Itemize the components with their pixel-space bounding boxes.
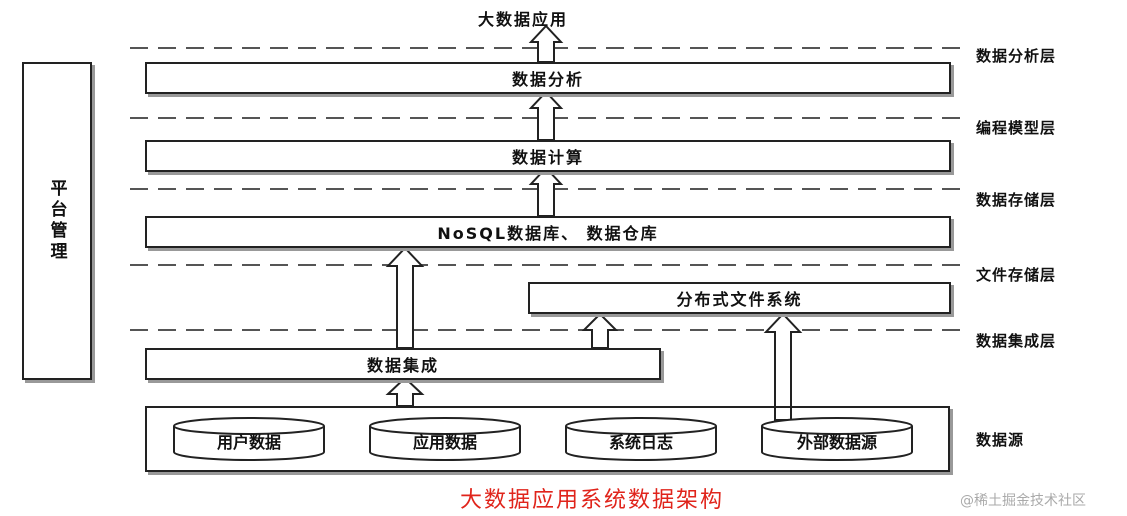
top-output-label: 大数据应用 <box>478 10 569 29</box>
dfs-label: 分布式文件系统 <box>676 290 803 309</box>
data-source-frame <box>145 406 950 472</box>
arrow-sources-to-integration <box>385 376 425 407</box>
source-cylinders <box>173 417 913 461</box>
layer-label-storage: 数据存储层 <box>976 191 1057 209</box>
layer-label-integration: 数据集成层 <box>976 332 1057 350</box>
flow-arrows <box>385 24 803 421</box>
source-external: 外部数据源 <box>796 433 877 452</box>
source-user-data: 用户数据 <box>216 433 281 452</box>
source-system-log: 系统日志 <box>608 433 673 452</box>
data-analysis-box: 数据分析 <box>145 62 951 94</box>
layer-label-programming: 编程模型层 <box>976 119 1057 137</box>
arrow-external-to-dfs <box>763 312 803 421</box>
data-compute-box: 数据计算 <box>145 140 951 172</box>
cylinder-app-data <box>369 417 521 461</box>
arrow-compute-to-analysis <box>528 90 564 141</box>
arrow-integration-to-storage <box>385 246 425 349</box>
layer-label-file: 文件存储层 <box>976 266 1057 284</box>
layer-label-analysis: 数据分析层 <box>976 47 1057 65</box>
data-integration-label: 数据集成 <box>366 356 439 375</box>
storage-box: NoSQL数据库、 数据仓库 <box>145 216 951 248</box>
storage-label: NoSQL数据库、 数据仓库 <box>437 224 659 243</box>
watermark: @稀土掘金技术社区 <box>960 493 1086 509</box>
diagram-caption: 大数据应用系统数据架构 <box>460 488 725 513</box>
data-integration-box: 数据集成 <box>145 348 661 380</box>
arrow-storage-to-compute <box>528 166 564 217</box>
data-compute-label: 数据计算 <box>511 148 584 167</box>
cylinder-external-source <box>761 417 913 461</box>
platform-management-label: 平台管理 <box>46 179 67 263</box>
arrow-integration-to-dfs <box>581 312 619 349</box>
dfs-box: 分布式文件系统 <box>528 282 951 314</box>
data-analysis-label: 数据分析 <box>511 70 584 89</box>
cylinder-user-data <box>173 417 325 461</box>
cylinder-system-log <box>565 417 717 461</box>
platform-management-box: 平台管理 <box>22 62 92 380</box>
arrow-analysis-to-app <box>528 24 564 63</box>
layer-label-source: 数据源 <box>976 431 1025 449</box>
source-app-data: 应用数据 <box>412 433 477 452</box>
